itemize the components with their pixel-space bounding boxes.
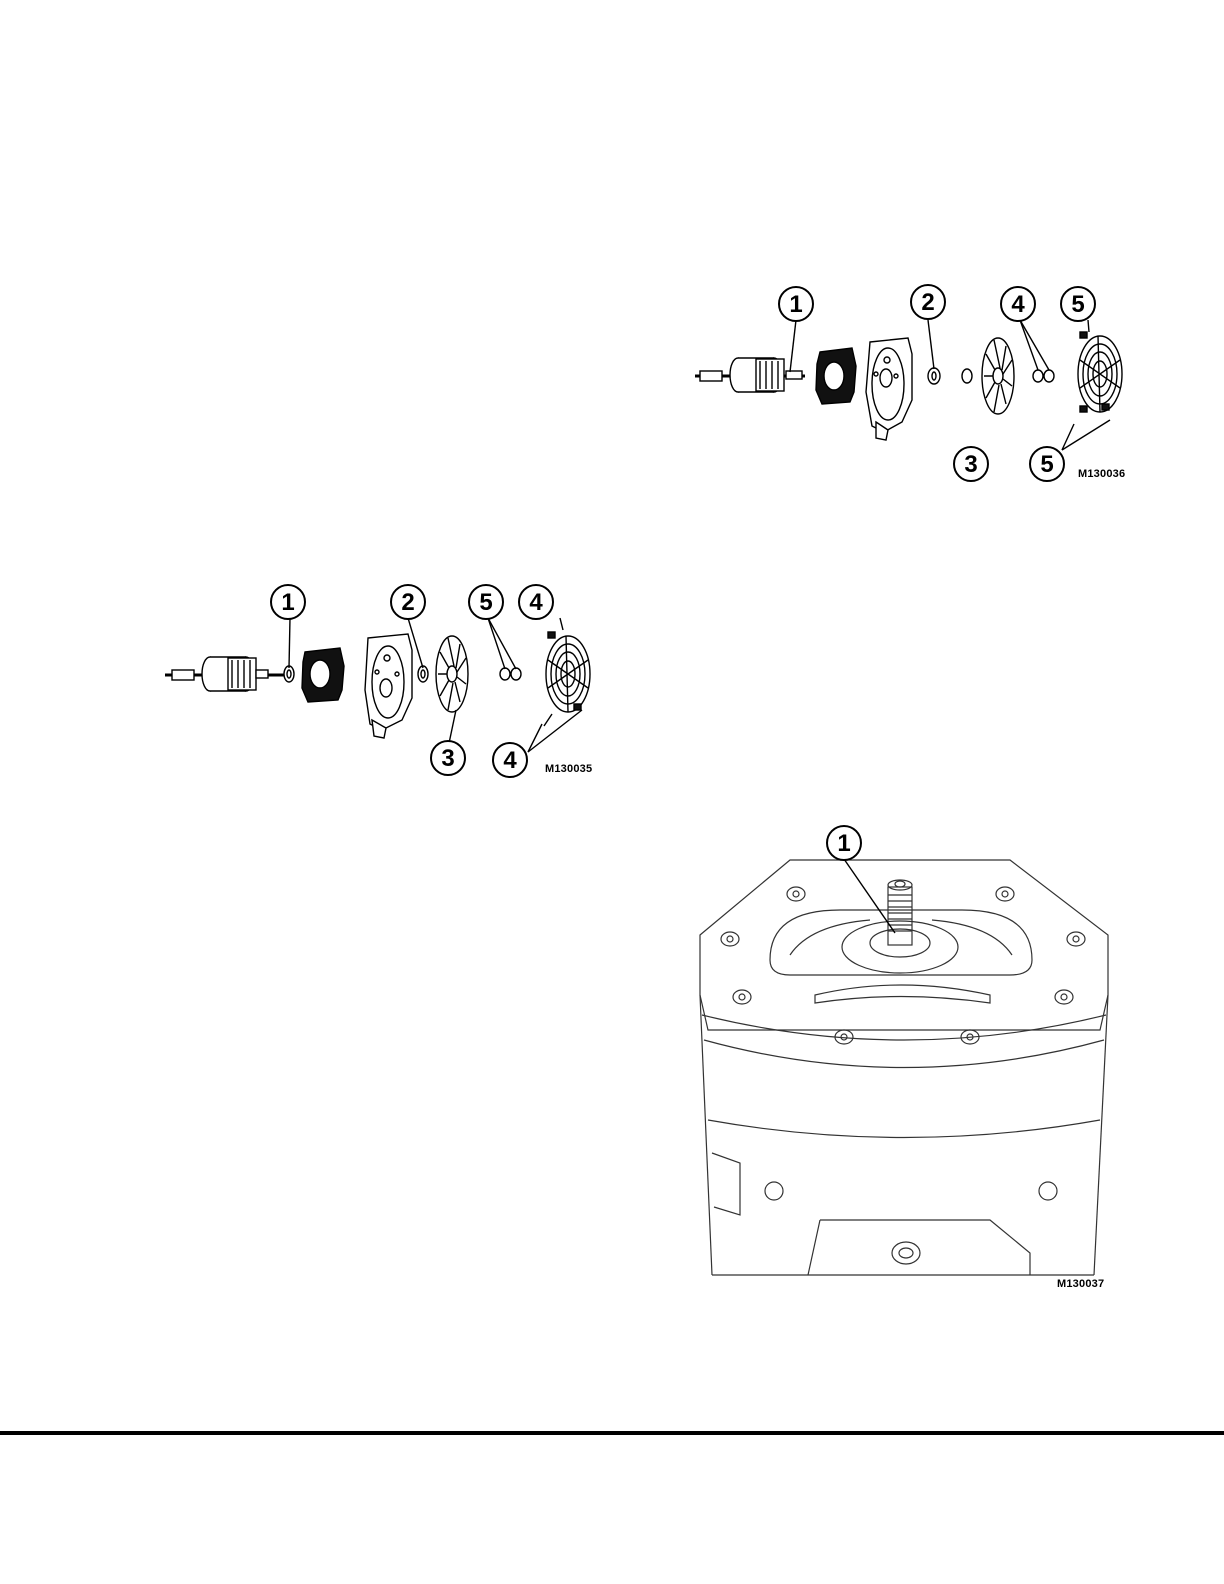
- callout-label: 5: [1071, 291, 1084, 318]
- exploded-view-drawing: 1 2 5 4 3 4: [150, 570, 620, 790]
- figure-id-label: M130036: [1078, 468, 1125, 480]
- callout-label: 4: [529, 589, 543, 616]
- callout-label: 3: [964, 451, 977, 478]
- callout-label: 5: [479, 589, 492, 616]
- callout-label: 4: [503, 747, 517, 774]
- callout-label: 1: [789, 291, 802, 318]
- figure-id-label: M130035: [545, 763, 592, 775]
- figure-m130036: 1 2 4 5 3 5 M130036: [690, 280, 1130, 490]
- callout-label: 2: [401, 589, 414, 616]
- callout-label: 1: [837, 830, 850, 857]
- figure-id-label: M130037: [1057, 1278, 1104, 1290]
- figure-m130037: 1 M130037: [690, 815, 1130, 1295]
- figure-m130035: 1 2 5 4 3 4 M130035: [150, 570, 620, 790]
- footer-rule: [0, 1431, 1224, 1435]
- exploded-view-drawing: 1 2 4 5 3 5: [690, 280, 1130, 490]
- callout-label: 1: [281, 589, 294, 616]
- motor-top-drawing: 1: [690, 815, 1130, 1295]
- callout-label: 2: [921, 289, 934, 316]
- callout-label: 3: [441, 745, 454, 772]
- callout-label: 4: [1011, 291, 1025, 318]
- callout-label: 5: [1040, 451, 1053, 478]
